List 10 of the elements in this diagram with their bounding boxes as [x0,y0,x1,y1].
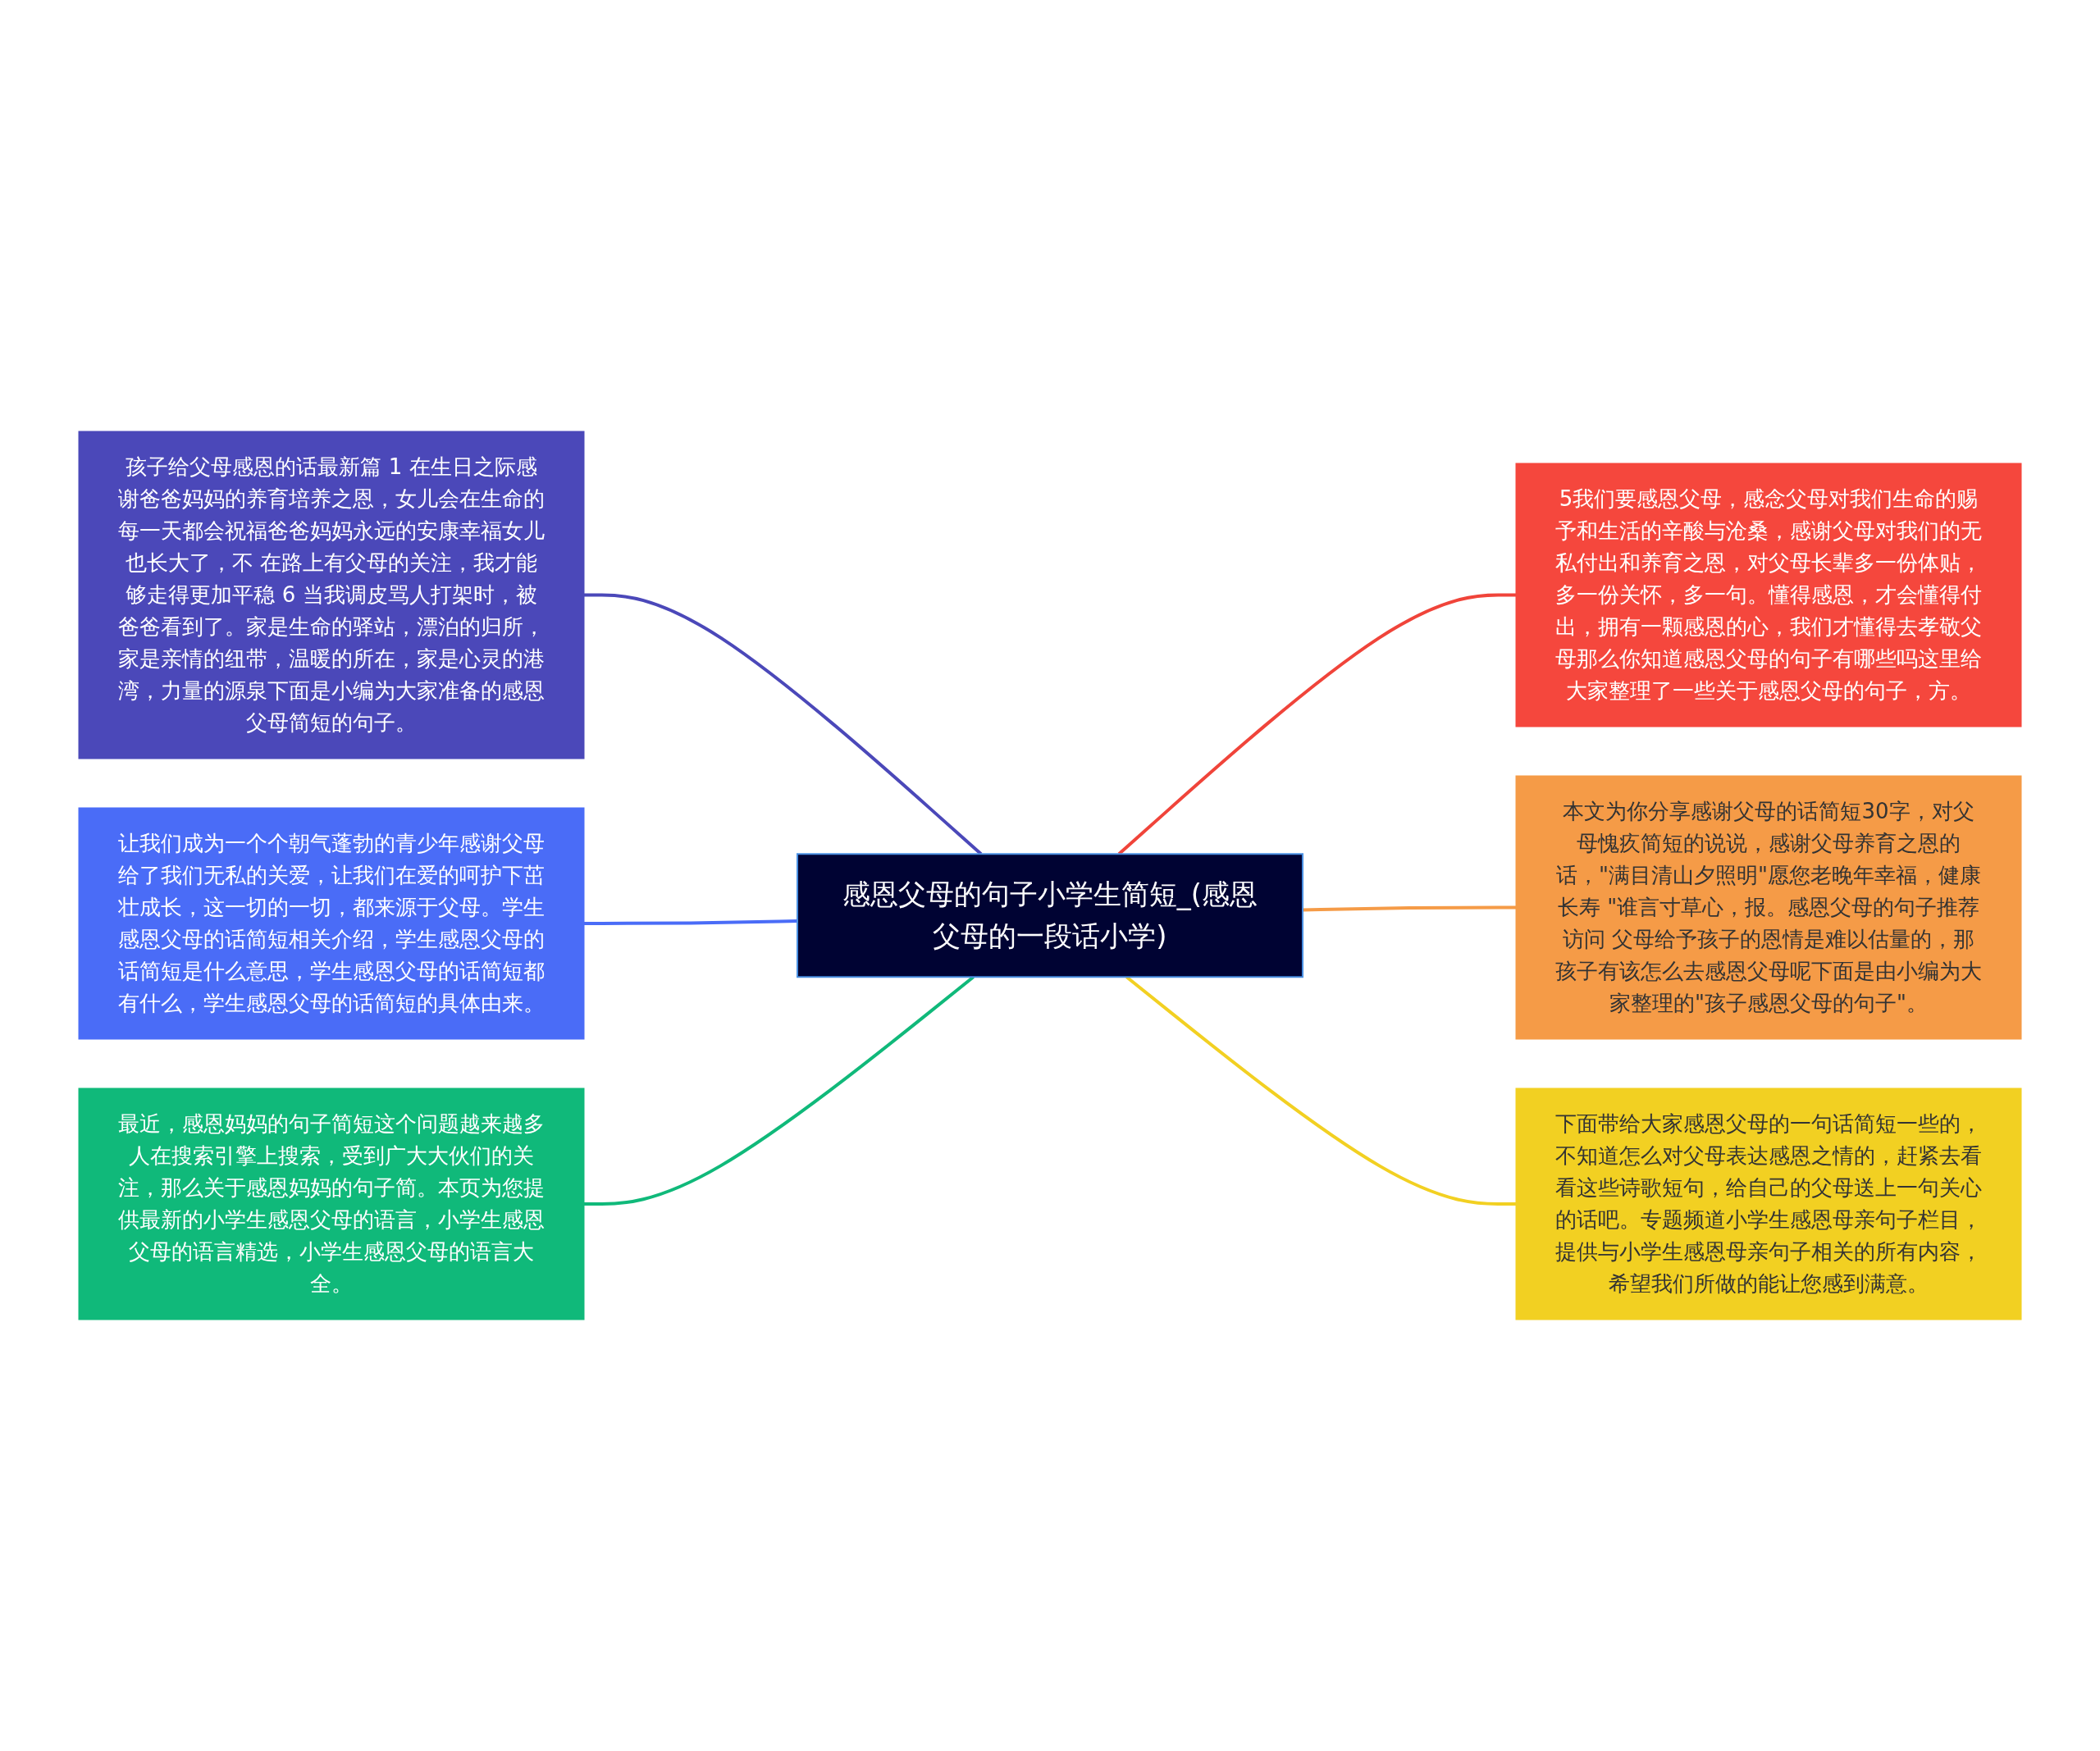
node-box: 感恩父母的句子小学生简短_(感恩父母的一段话小学) [797,853,1303,978]
node-box: 下面带给大家感恩父母的一句话简短一些的，不知道怎么对父母表达感恩之情的，赶紧去看看这些诗歌短句，给自己的父母送上一句关心的话吧。专题频道小学生感恩母亲句子栏目，提供与小学生感恩母亲句子相关的所有内容，希望我们所做的能让您感到满意。 [1515,1088,2022,1320]
connector [584,919,798,925]
node-box: 本文为你分享感谢父母的话简短30字，对父母愧疚简短的说说，感谢父母养育之恩的话，"满目清山夕照明"愿您老晚年幸福，健康长寿 "谁言寸草心，报。感恩父母的句子推荐访问 父母给予孩子的恩情是难以估量的，那孩子有该怎么去感恩父母呢下面是由小编为大家整理的"孩子感恩父母的句子"。 [1515,775,2022,1040]
node-box: 孩子给父母感恩的话最新篇 1 在生日之际感谢爸爸妈妈的养育培养之恩，女儿会在生命的每一天都会祝福爸爸妈妈永远的安康幸福女儿也长大了，不 在路上有父母的关注，我才能够走得更加平稳 6 当我调皮骂人打架时，被爸爸看到了。家是生命的驿站，漂泊的归所，家是亲情的纽带，温暖的所在，家是心灵的港湾，力量的源泉下面是小编为大家准备的感恩父母简短的句子。 [78,431,585,759]
connector [584,593,983,855]
node-box: 最近，感恩妈妈的句子简短这个问题越来越多人在搜索引擎上搜索，受到广大大伙们的关注，那么关于感恩妈妈的句子简。本页为您提供最新的小学生感恩父母的语言，小学生感恩父母的语言精选，小学生感恩父母的语言大全。 [78,1088,585,1320]
connector [1117,593,1516,855]
node-box: 5我们要感恩父母，感念父母对我们生命的赐予和生活的辛酸与沧桑，感谢父母对我们的无私付出和养育之恩，对父母长辈多一份体贴，多一份关怀，多一句。懂得感恩，才会懂得付出，拥有一颗感恩的心，我们才懂得去孝敬父母那么你知道感恩父母的句子有哪些吗这里给大家整理了一些关于感恩父母的句子，方。 [1515,463,2022,727]
node-box: 让我们成为一个个朝气蓬勃的青少年感谢父母给了我们无私的关爱，让我们在爱的呵护下茁壮成长，这一切的一切，都来源于父母。学生感恩父母的话简短相关介绍，学生感恩父母的话简短是什么意思，学生感恩父母的话简短都有什么，学生感恩父母的话简短的具体由来。 [78,807,585,1040]
